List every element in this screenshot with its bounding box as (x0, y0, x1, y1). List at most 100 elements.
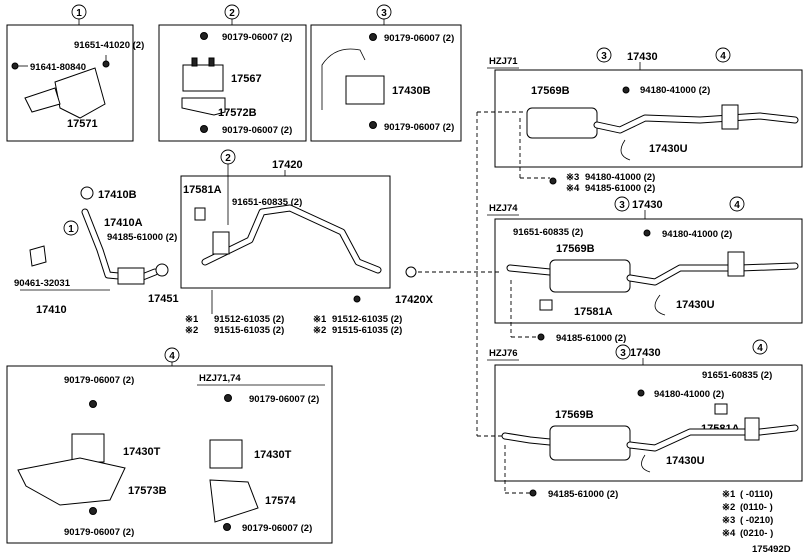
label-17574: 17574 (265, 495, 296, 507)
mount-17430t-left (71, 433, 105, 463)
hanger-hzj76 (744, 417, 760, 441)
legend-mark-1: ※1 (722, 489, 736, 500)
label-91651-60835-hzj76: 91651-60835 (2) (702, 370, 772, 381)
legend-range-3: ( -0210) (740, 515, 773, 526)
label-90179-06007-top-3: 90179-06007 (2) (384, 33, 454, 44)
legend-mark-2: ※2 (722, 502, 735, 513)
label-91651-41020: 91651-41020 (2) (74, 40, 144, 51)
label-94185-61000-hzj74: 94185-61000 (2) (556, 333, 626, 344)
hzj71-bolt-labels: ※3 94180-41000 (2) ※4 94185-61000 (2) (549, 172, 655, 194)
center-bolt-labels: ※1 91512-61035 (2) ※2 91515-61035 (2) ※1… (185, 266, 434, 336)
variant-hzj74: HZJ74 17430 3 4 91651-60835 (2) 17569B 9… (487, 196, 803, 344)
bracket-17574 (209, 479, 259, 523)
callout-2-center: 2 (225, 153, 231, 164)
legend-range-4: (0210- ) (740, 528, 773, 539)
label-hzj76: HZJ76 (489, 348, 518, 359)
figure-id: 175492D (752, 544, 791, 555)
mark-2-right: ※2 (313, 325, 326, 336)
callout-3: 3 (381, 8, 387, 19)
label-17430B: 17430B (392, 85, 431, 97)
hanger-hzj74 (727, 251, 745, 277)
hanger-part-center (212, 231, 230, 255)
label-17430U-hzj74: 17430U (676, 299, 715, 311)
label-90461-32031: 90461-32031 (14, 278, 71, 289)
clamp-part (24, 87, 61, 113)
callout-3-hzj71: 3 (601, 51, 607, 62)
label-90179-06007-bottom-3: 90179-06007 (2) (384, 122, 454, 133)
label-91651-60835-center: 91651-60835 (2) (232, 197, 302, 208)
label-91512-61035-right: 91512-61035 (2) (332, 314, 402, 325)
label-90179-06007-box4-top: 90179-06007 (2) (64, 375, 134, 386)
label-91651-60835-hzj74: 91651-60835 (2) (513, 227, 583, 238)
muffler-hzj74 (549, 259, 631, 293)
label-90179-06007-box4-right-top: 90179-06007 (2) (249, 394, 319, 405)
label-94185-61000-mark4: 94185-61000 (2) (585, 183, 655, 194)
label-17571: 17571 (67, 118, 98, 130)
callout-4-hzj71: 4 (720, 51, 726, 62)
legend: ※1 ( -0110) ※2 (0110- ) ※3 ( -0210) ※4 (… (722, 489, 791, 555)
label-90179-06007-bottom-2: 90179-06007 (2) (222, 125, 292, 136)
label-17572B: 17572B (218, 107, 257, 119)
callout-1: 1 (76, 8, 82, 19)
hanger-hzj71 (721, 104, 739, 130)
callout-3-hzj74: 3 (619, 200, 625, 211)
muffler-hzj76 (549, 425, 631, 461)
label-17581A-center: 17581A (183, 184, 222, 196)
label-17410: 17410 (36, 304, 67, 316)
label-17430-hzj71: 17430 (627, 51, 658, 63)
legend-range-2: (0110- ) (740, 502, 773, 513)
callout-2: 2 (229, 8, 235, 19)
clip-part-90461 (29, 245, 47, 267)
label-91515-61035-right: 91515-61035 (2) (332, 325, 402, 336)
label-91515-61035-left: 91515-61035 (2) (214, 325, 284, 336)
catalyst-part (117, 267, 145, 285)
callout-1-pipe: 1 (68, 224, 74, 235)
legend-mark-3: ※3 (722, 515, 735, 526)
label-94185-61000-front: 94185-61000 (2) (107, 232, 177, 243)
detail-box-3: 3 90179-06007 (2) 17430B 90179-06007 (2) (310, 4, 462, 142)
label-94180-41000-hzj74: 94180-41000 (2) (662, 229, 732, 240)
mark-4: ※4 (566, 183, 580, 194)
label-90179-06007-box4-right-bottom: 90179-06007 (2) (242, 523, 312, 534)
detail-box-4: 4 90179-06007 (2) 17430T 17573B 90179-06… (6, 347, 333, 544)
bracket-17573b (17, 457, 126, 506)
variant-hzj76: HZJ76 17430 3 4 91651-60835 (2) 94180-41… (487, 339, 803, 500)
label-17581A-hzj74: 17581A (574, 306, 613, 318)
gasket-17420x (405, 266, 417, 278)
label-17420: 17420 (272, 159, 303, 171)
detail-box-2: 2 90179-06007 (2) 17567 17572B 90179-060… (158, 4, 307, 142)
gasket-17451 (155, 263, 169, 277)
mount-part-17567 (182, 64, 224, 92)
label-17451: 17451 (148, 293, 179, 305)
connection-lines (418, 111, 550, 494)
label-17567: 17567 (231, 73, 262, 85)
label-17569B-hzj74: 17569B (556, 243, 595, 255)
legend-mark-4: ※4 (722, 528, 736, 539)
label-94185-61000-hzj76: 94185-61000 (2) (548, 489, 618, 500)
label-91641-80840: 91641-80840 (30, 62, 86, 73)
label-hzj71: HZJ71 (489, 56, 518, 67)
sensor-hzj76 (714, 403, 728, 415)
heat-insulator-part (54, 67, 106, 119)
label-91512-61035-left: 91512-61035 (2) (214, 314, 284, 325)
label-17430T-right: 17430T (254, 449, 292, 461)
label-94180-41000-mark3: 94180-41000 (2) (585, 172, 655, 183)
detail-box-1: 1 91651-41020 (2) 91641-80840 17571 (6, 4, 144, 142)
label-17569B-hzj71: 17569B (531, 85, 570, 97)
gasket-17410b (80, 186, 94, 200)
label-17430U-hzj76: 17430U (666, 455, 705, 467)
center-pipe-box: 17420 2 17581A 91651-60835 (2) (180, 149, 391, 289)
front-pipe-assembly: 17410B 17410A 1 94185-61000 (2) 90461-32… (14, 186, 179, 316)
sensor-hzj74 (539, 299, 553, 311)
label-94180-41000-hzj71: 94180-41000 (2) (640, 85, 710, 96)
mark-1-left: ※1 (185, 314, 199, 325)
label-94180-41000-hzj76: 94180-41000 (2) (654, 389, 724, 400)
mark-1-right: ※1 (313, 314, 327, 325)
label-17430U-hzj71: 17430U (649, 143, 688, 155)
bracket-part-17572b (181, 97, 226, 116)
label-17410A: 17410A (104, 217, 143, 229)
mark-3: ※3 (566, 172, 579, 183)
muffler-hzj71 (526, 107, 598, 139)
label-17410B: 17410B (98, 189, 137, 201)
